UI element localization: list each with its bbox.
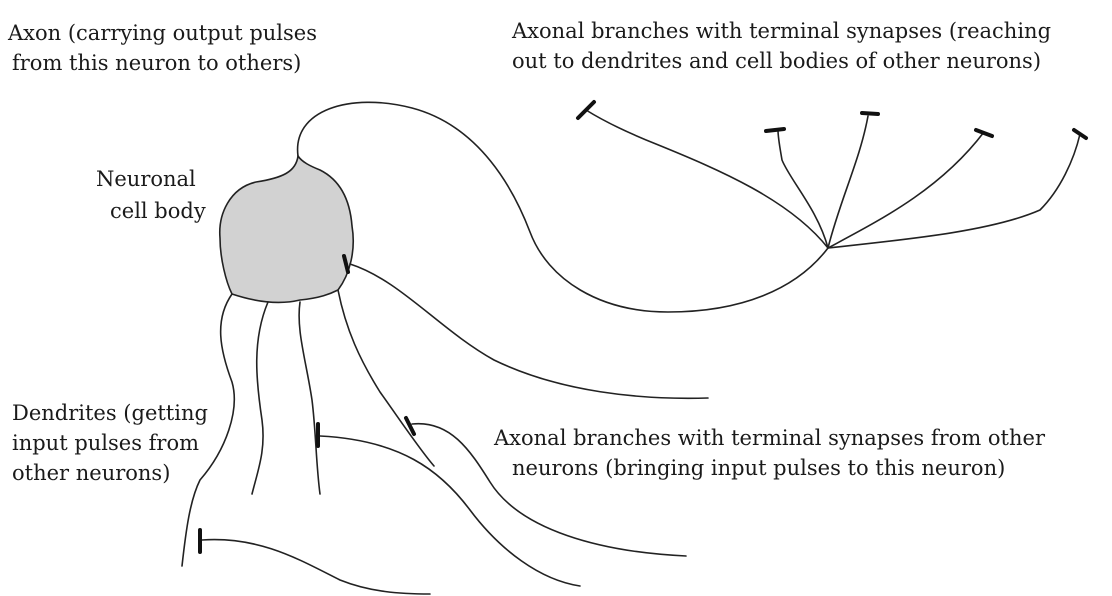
input-branches-label: Axonal branches with terminal synapses f… xyxy=(493,426,1046,480)
output-branches-label: Axonal branches with terminal synapses (… xyxy=(511,19,1051,73)
input-branch-to-cell-body xyxy=(350,264,708,398)
axon xyxy=(298,102,828,312)
output-terminal-synapse-4 xyxy=(976,130,992,136)
dendrites-label-line-3: other neurons) xyxy=(12,461,170,485)
output-branch-5 xyxy=(828,134,1080,248)
input-branches-label-line-2: neurons (bringing input pulses to this n… xyxy=(512,456,1005,480)
cell-body-label-line-1: Neuronal xyxy=(96,167,196,191)
output-terminal-synapse-3 xyxy=(862,113,878,114)
neuronal-cell-body xyxy=(220,156,353,302)
input-branch-to-dendrite-1 xyxy=(202,540,430,594)
axon-label: Axon (carrying output pulses from this n… xyxy=(7,21,317,75)
output-axonal-branches xyxy=(578,102,1086,248)
cell-body-label-line-2: cell body xyxy=(110,199,206,223)
dendrites xyxy=(182,290,434,566)
input-axonal-branches xyxy=(200,256,708,594)
output-branches-label-line-1: Axonal branches with terminal synapses (… xyxy=(511,19,1051,43)
dendrite-3 xyxy=(299,302,320,494)
output-branches-label-line-2: out to dendrites and cell bodies of othe… xyxy=(512,49,1041,73)
output-terminal-synapse-1 xyxy=(578,102,594,118)
output-terminal-synapse-2 xyxy=(766,129,784,131)
axon-label-line-2: from this neuron to others) xyxy=(12,51,301,75)
dendrite-1 xyxy=(182,294,234,566)
output-branch-2 xyxy=(778,130,828,248)
dendrites-label: Dendrites (getting input pulses from oth… xyxy=(12,401,208,485)
axon-label-line-1: Axon (carrying output pulses xyxy=(7,21,317,45)
dendrite-2 xyxy=(252,302,268,494)
dendrites-label-line-2: input pulses from xyxy=(12,431,199,455)
output-branch-3 xyxy=(828,116,868,248)
input-branches-label-line-1: Axonal branches with terminal synapses f… xyxy=(493,426,1046,450)
dendrites-label-line-1: Dendrites (getting xyxy=(12,401,208,425)
cell-body-label: Neuronal cell body xyxy=(96,167,206,223)
